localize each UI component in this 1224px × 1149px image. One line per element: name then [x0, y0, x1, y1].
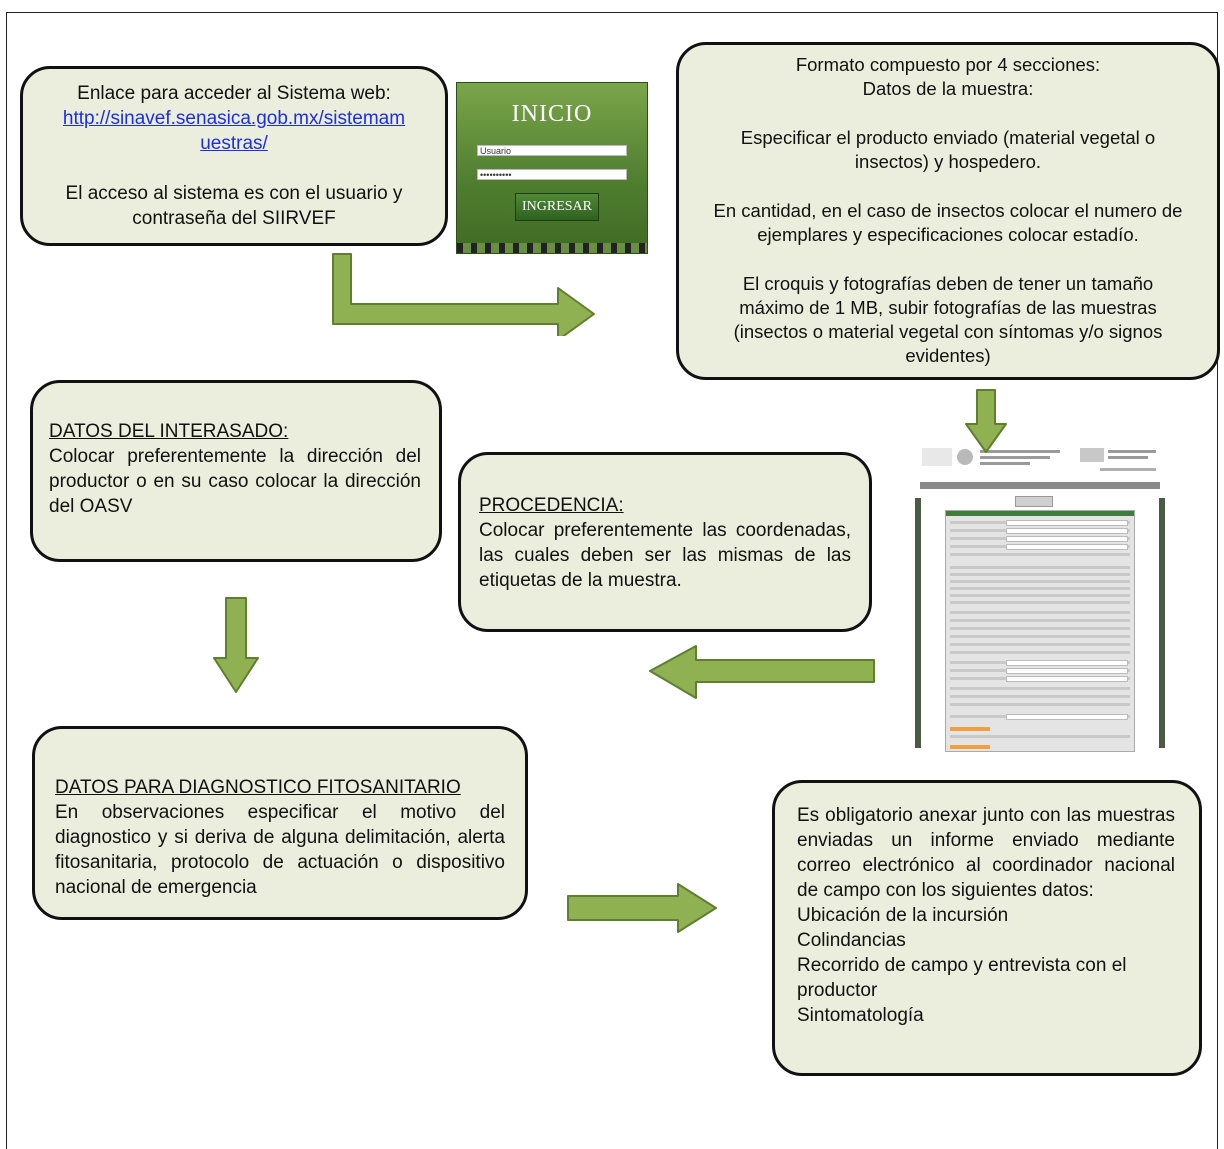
format-text-gap	[695, 174, 1201, 199]
page-frame	[6, 12, 1218, 1149]
access-credentials-text: El acceso al sistema es con el usuario y	[65, 183, 403, 204]
sample-form-screenshot	[915, 438, 1165, 756]
format-text-line: Formato compuesto por 4 secciones:	[795, 54, 1101, 75]
access-info-box: Enlace para acceder al Sistema web: http…	[20, 66, 448, 246]
password-field[interactable]: ••••••••••	[477, 169, 627, 180]
login-title: INICIO	[511, 101, 593, 127]
access-credentials-text-2: contraseña del SIIRVEF	[132, 208, 336, 229]
format-text-line: máximo de 1 MB, subir fotografías de las…	[739, 297, 1157, 318]
login-footer-strip	[457, 243, 647, 253]
format-text-line: Datos de la muestra:	[862, 78, 1034, 99]
interested-data-box: DATOS DEL INTERASADO: Colocar preferente…	[30, 380, 442, 562]
arrow-down-icon	[213, 597, 259, 693]
format-sections-text: Formato compuesto por 4 secciones: Datos …	[695, 53, 1201, 368]
form-right-edge	[1159, 498, 1165, 748]
diagnostic-data-box: DATOS PARA DIAGNOSTICO FITOSANITARIO En …	[32, 726, 528, 920]
report-item: Ubicación de la incursión	[797, 905, 1009, 926]
report-item: Sintomatología	[797, 1005, 924, 1026]
format-text-gap	[695, 247, 1201, 272]
interested-data-body: Colocar preferentemente la dirección del…	[49, 446, 421, 517]
arrow-down-right-icon	[332, 253, 595, 336]
form-tab	[1015, 496, 1053, 507]
form-left-edge	[915, 498, 921, 748]
format-text-line: insectos) y hospedero.	[854, 151, 1042, 172]
procedencia-heading: PROCEDENCIA:	[479, 495, 624, 516]
system-url-link[interactable]: http://sinavef.senasica.gob.mx/sistemam	[62, 108, 406, 129]
form-body	[945, 510, 1135, 752]
format-text-line: En cantidad, en el caso de insectos colo…	[713, 200, 1183, 221]
procedencia-body: Colocar preferentemente las coordenadas,…	[479, 520, 851, 591]
access-intro-text: Enlace para acceder al Sistema web:	[77, 83, 391, 104]
system-url-link-continued[interactable]: uestras/	[200, 133, 268, 154]
arrow-right-icon	[567, 883, 717, 933]
procedencia-box: PROCEDENCIA: Colocar preferentemente las…	[458, 452, 872, 632]
form-upload-button	[950, 727, 990, 731]
username-field[interactable]: Usuario	[477, 145, 627, 156]
format-text-line: evidentes)	[905, 345, 991, 366]
form-section-header	[946, 511, 1134, 516]
report-item: Recorrido de campo y entrevista con el p…	[797, 955, 1127, 1001]
login-panel: INICIO Usuario •••••••••• INGRESAR	[456, 82, 648, 254]
mandatory-report-body: Es obligatorio anexar junto con las mues…	[797, 805, 1175, 901]
mandatory-report-box: Es obligatorio anexar junto con las mues…	[772, 780, 1202, 1076]
arrow-down-icon	[965, 389, 1007, 453]
form-upload-button-2	[950, 745, 990, 749]
diagnostic-data-body: En observaciones especificar el motivo d…	[55, 802, 505, 898]
arrow-left-icon	[649, 645, 875, 699]
form-nav-bar	[920, 482, 1160, 489]
form-header-logos	[922, 448, 1156, 471]
interested-data-heading: DATOS DEL INTERASADO:	[49, 421, 289, 442]
format-text-line: ejemplares y especificaciones colocar es…	[757, 224, 1139, 245]
login-button[interactable]: INGRESAR	[515, 193, 599, 221]
format-text-line: Especificar el producto enviado (materia…	[740, 127, 1156, 148]
format-sections-box: Formato compuesto por 4 secciones: Datos …	[676, 42, 1220, 380]
format-text-line: El croquis y fotografías deben de tener …	[742, 273, 1154, 294]
report-item: Colindancias	[797, 930, 906, 951]
format-text-line: (insectos o material vegetal con síntoma…	[733, 321, 1163, 342]
format-text-gap	[695, 101, 1201, 126]
diagnostic-data-heading: DATOS PARA DIAGNOSTICO FITOSANITARIO	[55, 777, 461, 798]
